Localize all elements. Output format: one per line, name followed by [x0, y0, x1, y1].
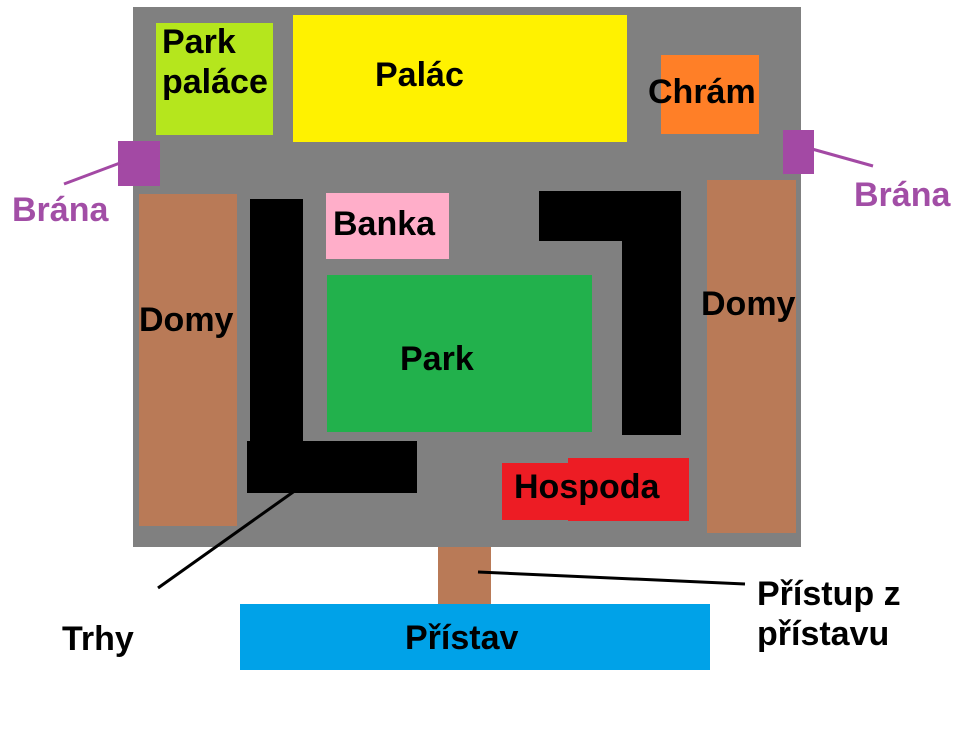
harbor-access-label-line2: přístavu: [757, 615, 890, 653]
gate-left-leader-line: [63, 161, 121, 186]
palace-park-label-line2: paláce: [162, 63, 268, 101]
palace-label: Palác: [375, 56, 464, 94]
houses-right-area: [707, 180, 796, 533]
palace-park-label-line1: Park: [162, 23, 236, 61]
gate-left: [118, 141, 160, 186]
bank-area: [326, 193, 449, 259]
gate-right-label: Brána: [854, 176, 951, 214]
tavern-area: [502, 463, 574, 520]
markets-leader-line: [157, 488, 297, 590]
markets-label: Trhy: [62, 620, 134, 658]
houses-left-area: [139, 194, 237, 526]
markets-right-vertical: [622, 191, 681, 435]
markets-left-vertical: [250, 199, 303, 445]
bank-label: Banka: [333, 205, 436, 243]
gate-right: [783, 130, 814, 174]
gate-left-label: Brána: [12, 191, 109, 229]
houses-right-label: Domy: [701, 285, 796, 323]
temple-area: [661, 55, 759, 134]
park-area: [327, 275, 592, 432]
harbor-label: Přístav: [405, 619, 519, 657]
palace-park-area: [156, 23, 273, 135]
harbor-area: [240, 604, 710, 670]
houses-left-label: Domy: [139, 301, 234, 339]
markets-left-horizontal: [247, 441, 417, 493]
harbor-access-leader-line: [477, 570, 746, 586]
palace-park-label: Park paláce: [162, 22, 268, 102]
tavern-label: Hospoda: [514, 468, 660, 506]
temple-label: Chrám: [648, 73, 756, 111]
harbor-access-label: Přístup z přístavu: [757, 574, 901, 654]
harbor-access-area: [438, 547, 491, 607]
harbor-access-label-line1: Přístup z: [757, 575, 901, 613]
palace-area: [293, 15, 627, 142]
tavern-area-extension: [568, 458, 689, 521]
gate-right-leader-line: [811, 147, 874, 168]
park-label: Park: [400, 340, 474, 378]
